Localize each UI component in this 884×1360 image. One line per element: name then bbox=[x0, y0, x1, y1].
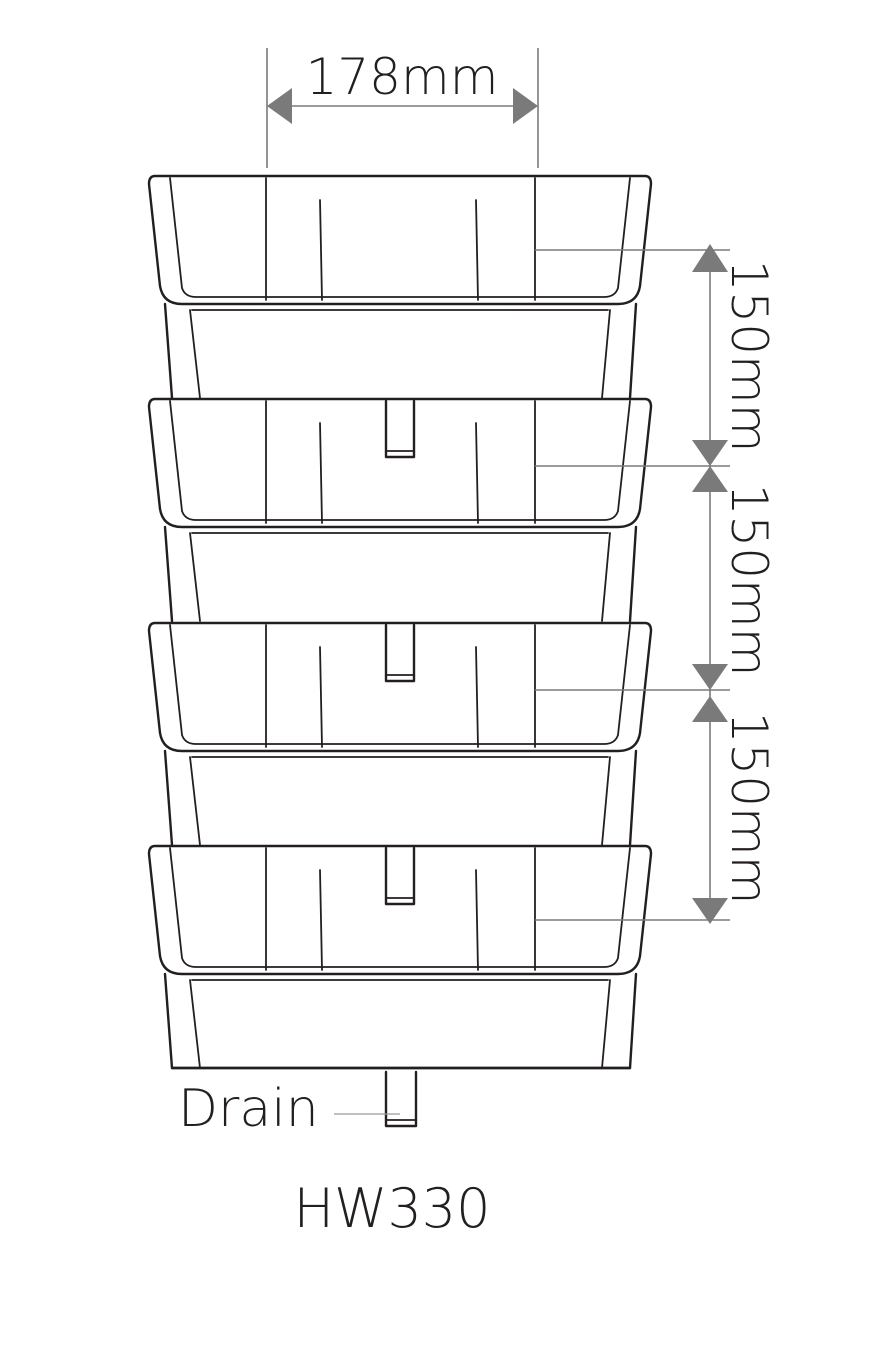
planter-module bbox=[147, 397, 653, 623]
spacing-label-1: 150mm bbox=[720, 260, 778, 453]
arrow-down-icon bbox=[692, 664, 728, 690]
arrow-up-icon bbox=[692, 466, 728, 492]
spacing-label-3: 150mm bbox=[720, 712, 778, 905]
spacing-dimensions: 150mm 150mm 150mm bbox=[535, 244, 778, 924]
arrow-down-icon bbox=[692, 898, 728, 924]
drain-spout bbox=[384, 1070, 418, 1128]
arrow-down-icon bbox=[692, 440, 728, 466]
width-label: 178mm bbox=[306, 48, 499, 106]
planter-module bbox=[147, 174, 653, 400]
model-label: HW330 bbox=[293, 1177, 490, 1240]
planter-module bbox=[147, 844, 653, 1070]
drain-label: Drain bbox=[178, 1079, 319, 1139]
width-dimension: 178mm bbox=[266, 48, 539, 168]
spacing-label-2: 150mm bbox=[720, 484, 778, 677]
arrow-right-icon bbox=[513, 88, 538, 124]
arrow-up-icon bbox=[692, 244, 728, 272]
arrow-left-icon bbox=[267, 88, 292, 124]
planter-module bbox=[147, 621, 653, 847]
arrow-up-icon bbox=[692, 696, 728, 722]
planter-stack bbox=[147, 174, 653, 1070]
